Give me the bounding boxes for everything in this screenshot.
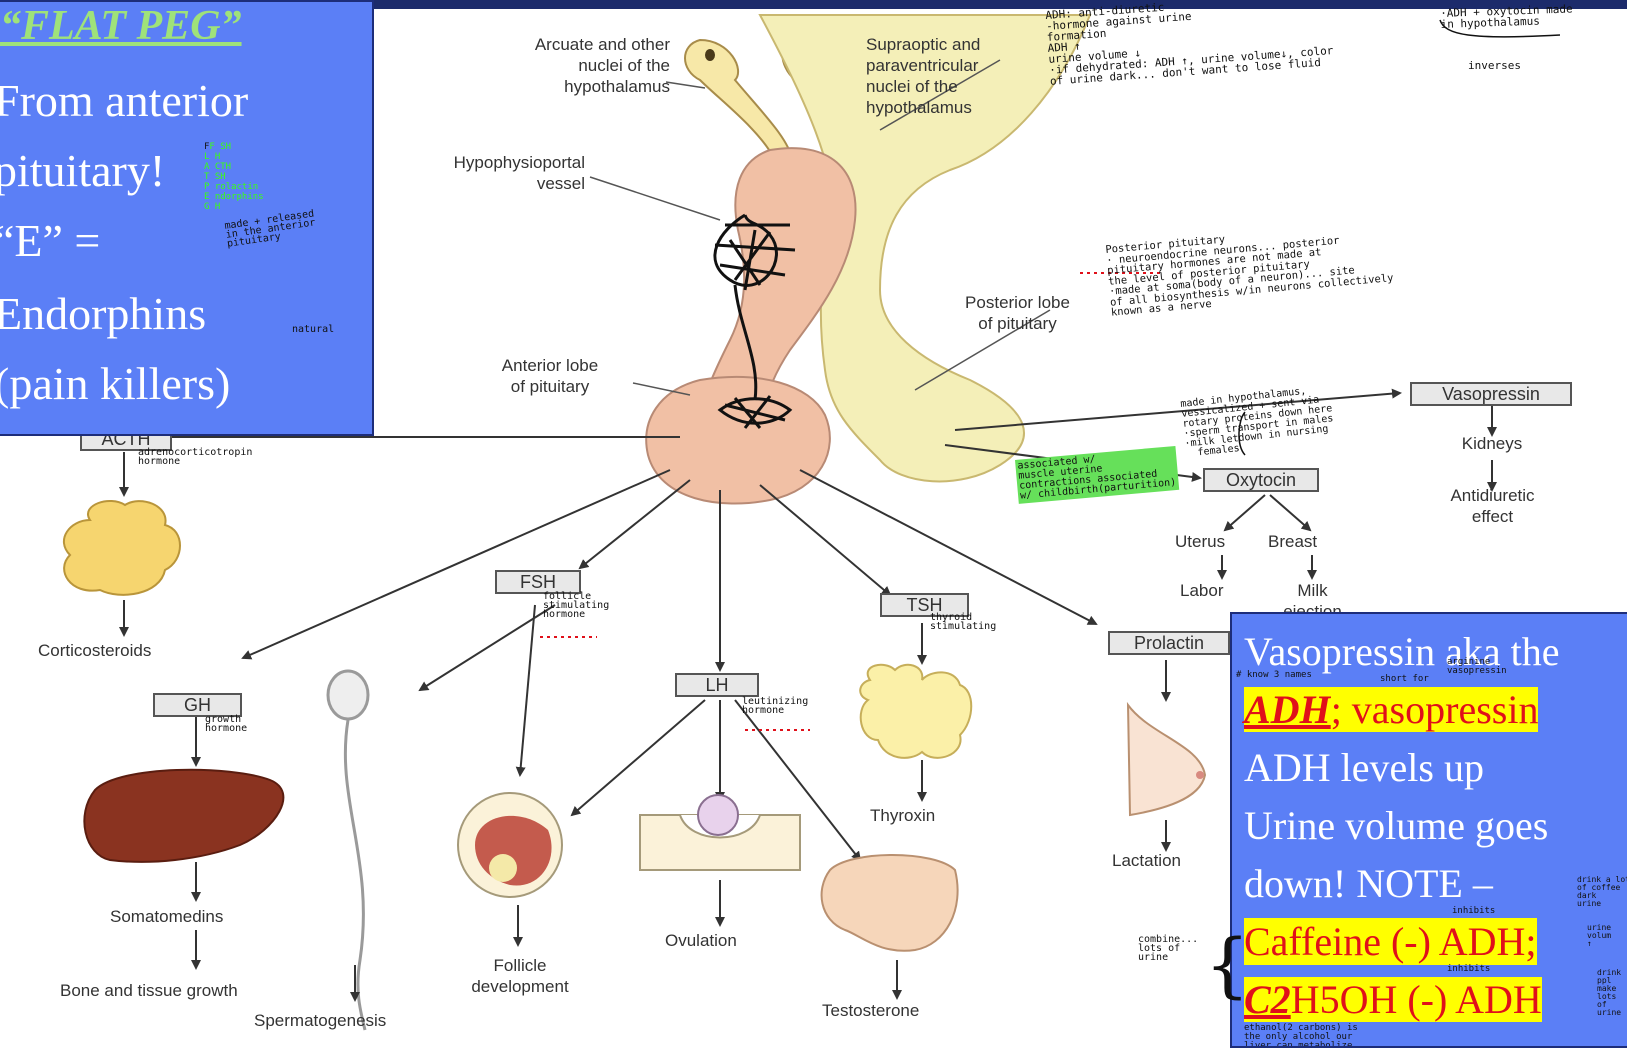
sperm — [326, 669, 370, 1031]
note-short-for: short for — [1380, 674, 1429, 684]
right-panel-line4: Urine volume goes — [1244, 803, 1549, 848]
note-acth: adrenocorticotropin hormone — [138, 447, 253, 467]
label-spermatogenesis: Spermatogenesis — [254, 1011, 387, 1030]
note-drink-2: drink ppl make lots of urine — [1597, 968, 1622, 1017]
label-arcuate: Arcuate and other nuclei of the hypothal… — [534, 35, 670, 96]
box-gh: GH — [153, 693, 242, 717]
left-panel-line5: (pain killers) — [0, 358, 231, 409]
label-lactation: Lactation — [1112, 851, 1181, 870]
adrenal-gland — [63, 500, 181, 596]
box-lh: LH — [675, 673, 759, 697]
note-inhibits-1: inhibits — [1452, 906, 1496, 916]
right-panel-line5: down! NOTE – — [1244, 861, 1493, 906]
right-panel-line2: ADH; vasopressin — [1244, 686, 1539, 733]
note-know3: # know 3 names — [1236, 670, 1312, 680]
label-somatomedins: Somatomedins — [110, 907, 224, 926]
mnemonic-list: FF SH L H A CTH T SH P rolactin E ndorph… — [204, 142, 264, 212]
label-supraoptic: Supraoptic and paraventricular nuclei of… — [866, 35, 981, 117]
mnemonic-fsh: FF SH — [204, 142, 232, 152]
top-bar — [0, 0, 1627, 9]
testis — [820, 854, 959, 952]
mnemonic-endorphins: E ndorphins — [204, 192, 264, 202]
label-testosterone: Testosterone — [822, 1001, 920, 1020]
right-panel: Vasopressin aka the ADH; vasopressin ADH… — [1230, 612, 1627, 1048]
label-labor: Labor — [1180, 581, 1224, 600]
left-panel-line2: pituitary! — [0, 145, 166, 196]
right-panel-line3: ADH levels up — [1244, 745, 1484, 790]
box-oxytocin: Oxytocin — [1203, 468, 1319, 492]
note-combine: combine... lots of urine — [1138, 934, 1199, 963]
left-panel-line3: “E” = — [0, 215, 101, 266]
ovulation-graphic — [639, 794, 801, 871]
label-antidiuretic: Antidiuretic effect — [1450, 486, 1535, 526]
box-prolactin: Prolactin — [1108, 631, 1230, 655]
label-kidneys: Kidneys — [1461, 434, 1523, 453]
note-adh-oxytocin: ·ADH + oxytocin made in hypothalamus — [1439, 2, 1573, 31]
note-tsh: thyroid stimulating — [930, 612, 997, 632]
right-panel-line1: Vasopressin aka the — [1244, 629, 1560, 674]
portal-vessel — [713, 213, 796, 429]
label-bone-growth: Bone and tissue growth — [60, 981, 238, 1000]
label-portal-vessel: Hypophysioportal vessel — [453, 153, 585, 193]
liver — [83, 768, 285, 863]
mnemonic-tsh: T SH — [204, 172, 226, 182]
label-breast: Breast — [1268, 532, 1318, 551]
note-inhibits-2: inhibits — [1447, 964, 1491, 974]
label-follicle-development: Follicle development — [471, 956, 569, 996]
thyroid — [859, 663, 973, 759]
label-corticosteroids: Corticosteroids — [38, 641, 152, 660]
adh-term: ADH — [1244, 687, 1331, 732]
box-fsh: FSH — [495, 570, 581, 594]
mnemonic-lh: L H — [204, 152, 221, 162]
left-panel-line1: From anterior — [0, 75, 249, 126]
follicle — [457, 792, 563, 898]
left-panel: “FLAT PEG” From anterior pituitary! “E” … — [0, 0, 374, 436]
vasopressin-term: ; vasopressin — [1330, 687, 1539, 732]
left-panel-line4: Endorphins — [0, 288, 207, 339]
ethanol-term: H5OH (-) ADH — [1290, 977, 1542, 1022]
combine-brace: { — [1205, 924, 1250, 1006]
note-fsh: follicle stimulating hormone — [543, 591, 610, 620]
note-made-released: made + released in the anterior pituitar… — [223, 208, 317, 250]
box-vasopressin: Vasopressin — [1410, 382, 1572, 406]
note-urine-volume: urine volum ↑ — [1587, 923, 1612, 948]
left-panel-title: “FLAT PEG” — [0, 3, 242, 49]
label-posterior-lobe: Posterior lobe of pituitary — [965, 293, 1070, 333]
note-gh: growth hormone — [205, 714, 248, 734]
note-natural: natural — [292, 324, 335, 335]
note-ethanol: ethanol(2 carbons) is the only alcohol o… — [1244, 1023, 1358, 1048]
label-ovulation: Ovulation — [665, 931, 737, 950]
c2-term: C2 — [1244, 977, 1291, 1022]
mnemonic-prolactin: P rolactin — [204, 182, 259, 192]
note-inverses: inverses — [1468, 59, 1521, 72]
label-anterior-lobe: Anterior lobe of pituitary — [501, 356, 599, 396]
anterior-lobe-shape — [645, 375, 831, 505]
note-arginine: arginine vasopressin — [1447, 657, 1507, 676]
label-thyroxin: Thyroxin — [870, 806, 936, 825]
right-panel-line6: Caffeine (-) ADH; — [1244, 918, 1537, 965]
label-uterus: Uterus — [1175, 532, 1226, 551]
right-panel-line7: C2H5OH (-) ADH — [1244, 976, 1542, 1023]
mnemonic-gh: G H — [204, 202, 221, 212]
breast — [1126, 701, 1207, 817]
note-lh: leutinizing hormone — [742, 696, 809, 716]
note-drink: drink a lot of coffee dark urine — [1577, 875, 1627, 908]
box-tsh: TSH — [880, 593, 969, 617]
mnemonic-acth: A CTH — [204, 162, 232, 172]
